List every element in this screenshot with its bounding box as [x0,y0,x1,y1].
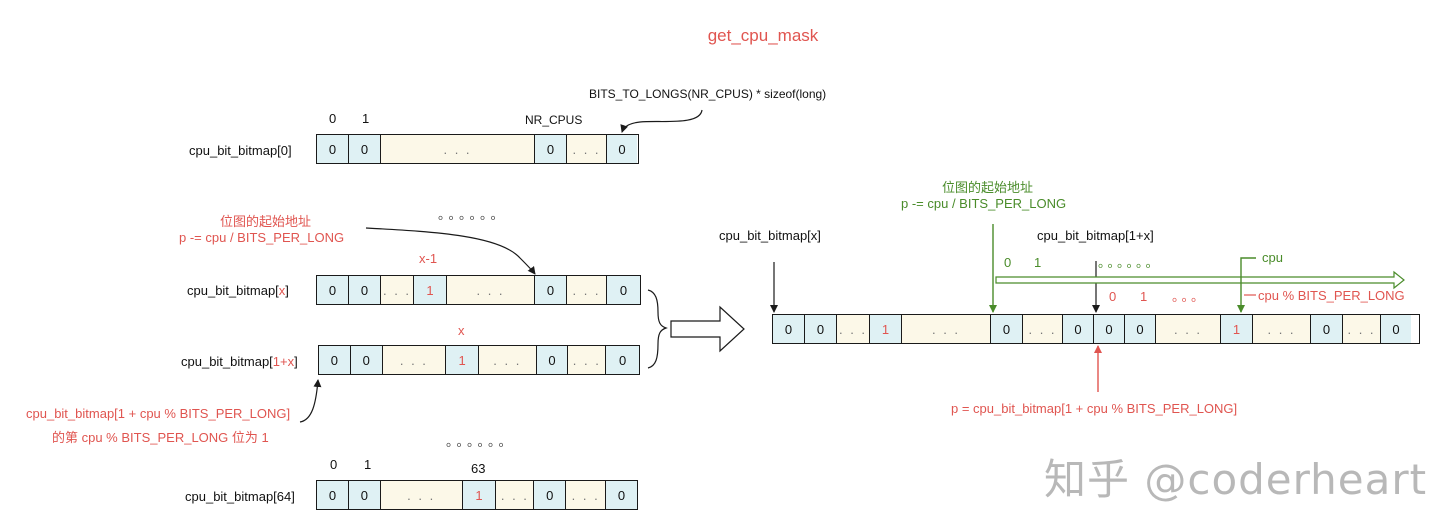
bit-cell: 0 [317,135,349,163]
bit-cell: 0 [773,315,805,343]
bit-cell: 0 [348,481,381,509]
red-dots: 。。。 [1172,289,1208,304]
bitmap-row-x: 0 0 . . . 1 . . . 0 . . . 0 [316,275,641,305]
ellipsis-dots-lower: 。。。。。。 [446,434,516,449]
ellipsis-cell: . . . [566,481,607,509]
row1x-label-var: 1+x [272,354,295,369]
rowx-label-suffix: ] [285,283,289,298]
right-start-address-formula: p -= cpu / BITS_PER_LONG [901,196,1067,211]
ellipsis-cell: . . . [381,276,414,304]
bitmap-combined-row: 0 0 . . . 1 . . . 0 . . . 0 0 0 . . . 1 … [772,314,1420,344]
row1x-label-prefix: cpu_bit_bitmap[ [181,354,273,369]
bit-cell: 0 [317,481,349,509]
bottom-note-arrow [299,379,322,423]
cpu-label: cpu [1262,250,1283,265]
bit-cell: 0 [1125,315,1156,343]
left-bottom-note-line2: 的第 cpu % BITS_PER_LONG 位为 1 [52,430,269,445]
ellipsis-dots-upper: 。。。。。。 [438,207,508,222]
cpu-pointer-arrow [1237,257,1256,313]
rowx-label: cpu_bit_bitmap[x] [187,283,289,298]
bitmap-row-0: 0 0 . . . 0 . . . 0 [316,134,639,164]
ellipsis-cell: . . . [837,315,870,343]
left-start-address-formula: p -= cpu / BITS_PER_LONG [179,230,345,245]
ellipsis-cell: . . . [567,135,607,163]
bit-cell-set: 1 [1221,315,1253,343]
row0-label: cpu_bit_bitmap[0] [189,143,292,158]
bit-cell: 0 [607,276,640,304]
p-result-label: p = cpu_bit_bitmap[1 + cpu % BITS_PER_LO… [951,401,1238,416]
left-bottom-note-line1: cpu_bit_bitmap[1 + cpu % BITS_PER_LONG] [26,406,291,421]
left-start-address-label: 位图的起始地址 [220,214,312,229]
ellipsis-cell: . . . [1156,315,1221,343]
bitmap-row-64: 0 0 . . . 1 . . . 0 . . . 0 [316,480,638,510]
row0-index-0: 0 [329,111,337,126]
bit-cell: 0 [991,315,1023,343]
rowx-label-prefix: cpu_bit_bitmap[ [187,283,279,298]
bit-cell: 0 [1381,315,1411,343]
bit-cell: 0 [317,276,349,304]
right-label-1x: cpu_bit_bitmap[1+x] [1037,228,1154,243]
bit-cell: 0 [536,346,569,374]
group-brace [647,289,668,369]
transform-arrow [670,305,745,353]
bit-cell: 0 [606,481,637,509]
right-label-x: cpu_bit_bitmap[x] [719,228,821,243]
ellipsis-cell: . . . [381,135,535,163]
row64-index-0: 0 [330,457,338,472]
ellipsis-cell: . . . [478,346,537,374]
start-address-arrow [365,227,536,275]
bit-cell-set: 1 [414,276,447,304]
red-index-0: 0 [1109,289,1117,304]
row64-index-1: 1 [364,457,372,472]
row64-index-63: 63 [471,461,486,476]
bit-cell: 0 [606,346,639,374]
bitmap-row-1x: 0 0 . . . 1 . . . 0 . . . 0 [318,345,640,375]
rowx-label-var: x [278,283,286,298]
ellipsis-cell: . . . [567,276,607,304]
ellipsis-cell: . . . [380,481,463,509]
bits-to-longs-note: BITS_TO_LONGS(NR_CPUS) * sizeof(long) [589,87,827,101]
ellipsis-cell: . . . [496,481,535,509]
bit-cell: 0 [607,135,637,163]
bit-cell-set: 1 [462,481,497,509]
diagram-title: get_cpu_mask [707,26,819,45]
bit-cell: 0 [1311,315,1343,343]
note-arrow [620,109,703,133]
bit-cell: 0 [349,276,381,304]
green-index-1: 1 [1034,255,1042,270]
bit-cell-set: 1 [870,315,902,343]
green-index-0: 0 [1004,255,1012,270]
ellipsis-cell: . . . [568,346,607,374]
bit-cell: 0 [1094,315,1125,343]
bit-cell: 0 [534,481,567,509]
row1x-label: cpu_bit_bitmap[1+x] [181,354,298,369]
cpu-mod-label: cpu % BITS_PER_LONG [1258,288,1405,303]
bit-cell-set: 1 [446,346,479,374]
row1x-label-suffix: ] [294,354,298,369]
row64-label: cpu_bit_bitmap[64] [185,489,295,504]
ellipsis-cell: . . . [1253,315,1311,343]
ellipsis-cell: . . . [902,315,991,343]
row1x-index-x: x [458,323,465,338]
bit-cell: 0 [1063,315,1094,343]
ellipsis-cell: . . . [1343,315,1381,343]
ellipsis-cell: . . . [1023,315,1063,343]
right-start-address-label: 位图的起始地址 [942,180,1034,195]
watermark: 知乎 @coderheart [1044,455,1428,504]
ellipsis-cell: . . . [447,276,535,304]
rowx-index-x-1: x-1 [419,251,438,266]
bit-cell: 0 [535,276,567,304]
bit-cell: 0 [350,346,383,374]
bit-cell: 0 [319,346,351,374]
green-dots: 。。。。。。 [1098,255,1162,270]
bit-cell: 0 [535,135,567,163]
red-index-1: 1 [1140,289,1148,304]
row0-index-nr-cpus: NR_CPUS [525,113,583,127]
green-range-arrow [995,270,1405,290]
bit-cell: 0 [805,315,837,343]
row0-index-1: 1 [362,111,370,126]
ellipsis-cell: . . . [382,346,447,374]
bit-cell: 0 [349,135,381,163]
